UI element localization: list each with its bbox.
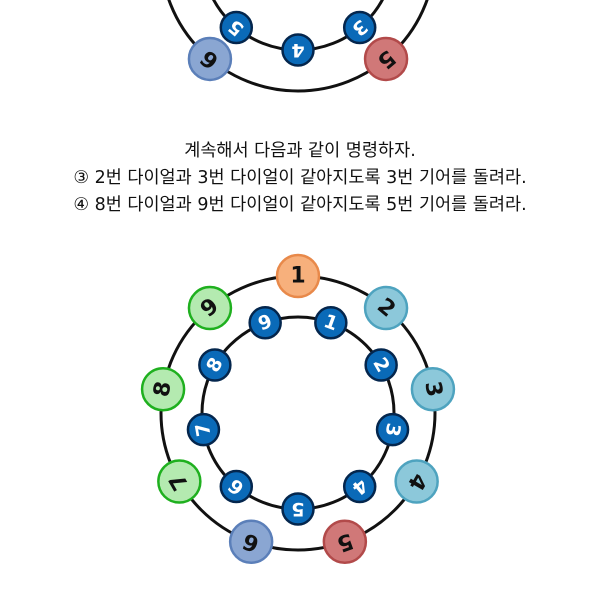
inner-gear-8 — [198, 348, 232, 382]
inner-gear-7 — [186, 412, 221, 447]
inner-gear-label-5: 5 — [291, 498, 304, 520]
inner-gear-9 — [248, 306, 282, 340]
top-outer-ring — [167, 0, 429, 93]
outer-dial-5 — [322, 519, 368, 564]
top-inner-gear-3 — [342, 10, 377, 45]
outer-dial-1 — [275, 253, 321, 299]
inner-gear-2 — [364, 348, 398, 382]
instruction-step-3: ③ 2번 다이얼과 3번 다이얼이 같아지도록 3번 기어를 돌려라. — [73, 168, 527, 188]
top-gear-diagram: 7465543 — [161, 0, 435, 93]
outer-dial-8 — [140, 366, 186, 412]
top-inner-gear-4 — [281, 33, 315, 67]
outer-dial-6 — [228, 519, 274, 564]
inner-gear-1 — [314, 306, 348, 340]
inner-gear-label-3: 3 — [381, 421, 405, 438]
inner-gear-3 — [375, 412, 410, 447]
top-outer-dial-5 — [363, 36, 409, 82]
outer-dial-label-8: 8 — [149, 379, 176, 398]
instructions: 계속해서 다음과 같이 명령하자. ③ 2번 다이얼과 3번 다이얼이 같아지도… — [0, 138, 600, 219]
top-inner-gear-5 — [219, 10, 254, 45]
outer-dial-label-3: 3 — [419, 379, 446, 398]
inner-gear-5 — [281, 492, 315, 526]
instruction-step-4: ④ 8번 다이얼과 9번 다이얼이 같아지도록 5번 기어를 돌려라. — [73, 195, 527, 215]
outer-dial-7 — [157, 459, 202, 504]
inner-gear-4 — [342, 469, 377, 504]
inner-gear-6 — [219, 469, 254, 504]
top-inner-gear-label-4: 4 — [291, 39, 304, 61]
outer-dial-2 — [363, 285, 409, 331]
top-outer-dial-6 — [187, 36, 233, 82]
outer-dial-9 — [187, 285, 233, 331]
outer-dial-3 — [410, 366, 456, 412]
inner-gear-label-7: 7 — [191, 421, 215, 438]
outer-dial-label-1: 1 — [290, 264, 305, 289]
outer-dial-4 — [394, 459, 439, 504]
instruction-intro: 계속해서 다음과 같이 명령하자. — [184, 141, 416, 161]
